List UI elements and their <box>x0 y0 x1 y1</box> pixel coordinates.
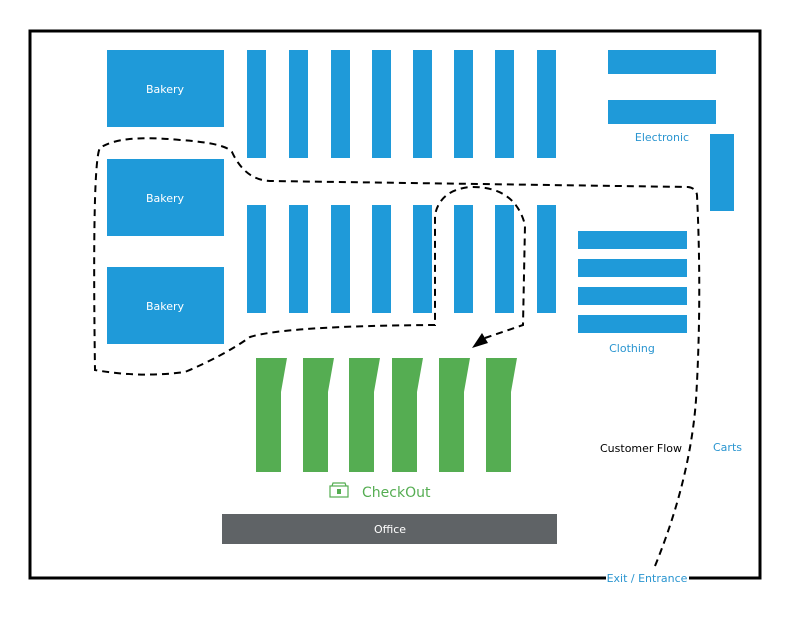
electronic-shelf <box>710 134 734 211</box>
customer-flow-label: Customer Flow <box>600 442 682 455</box>
exit-entrance-gap <box>606 570 689 584</box>
aisle-shelf <box>331 205 350 313</box>
clothing-rack <box>578 315 687 333</box>
aisle-shelf <box>495 50 514 158</box>
exit-entrance-label: Exit / Entrance <box>607 572 688 585</box>
aisle-shelf <box>413 205 432 313</box>
clothing-rack <box>578 231 687 249</box>
aisle-shelf <box>289 205 308 313</box>
checkout-label-group: CheckOut <box>329 482 431 501</box>
electronic-label: Electronic <box>635 131 689 144</box>
aisle-shelf <box>537 205 556 313</box>
electronic-section: Electronic <box>608 50 734 211</box>
clothing-label: Clothing <box>609 342 655 355</box>
bakery-sections: Bakery Bakery Bakery <box>107 50 224 344</box>
checkout-lane <box>392 358 423 472</box>
bakery-2 <box>107 159 224 236</box>
cash-register-icon <box>329 482 349 498</box>
checkout-lane <box>439 358 470 472</box>
clothing-rack <box>578 259 687 277</box>
aisle-shelf <box>247 50 266 158</box>
customer-flow-path <box>93 137 701 567</box>
aisle-shelf <box>413 50 432 158</box>
aisle-shelf <box>372 205 391 313</box>
checkout-lane <box>256 358 287 472</box>
aisle-shelf <box>537 50 556 158</box>
electronic-shelf <box>608 50 716 74</box>
store-outline <box>28 29 762 580</box>
checkout-lane <box>303 358 334 472</box>
electronic-shelf <box>608 100 716 124</box>
bakery-1 <box>107 50 224 127</box>
bakery-label: Bakery <box>146 300 185 313</box>
flow-arrow-head <box>472 333 488 348</box>
checkout-lane <box>349 358 380 472</box>
aisle-shelf <box>289 50 308 158</box>
aisle-shelf <box>495 205 514 313</box>
aisle-shelf <box>331 50 350 158</box>
aisle-shelf <box>454 205 473 313</box>
checkout-lane <box>486 358 517 472</box>
aisle-shelf <box>247 205 266 313</box>
aisle-shelf <box>372 50 391 158</box>
checkout-label: CheckOut <box>362 485 431 501</box>
bakery-3 <box>107 267 224 344</box>
bakery-label: Bakery <box>146 83 185 96</box>
bakery-label: Bakery <box>146 192 185 205</box>
clothing-rack <box>578 287 687 305</box>
aisle-shelf <box>454 50 473 158</box>
carts-label: Carts <box>713 441 742 454</box>
clothing-section: Clothing <box>578 231 687 355</box>
office <box>222 514 557 544</box>
office-label: Office <box>374 523 406 536</box>
checkout-lanes <box>256 358 517 472</box>
aisles <box>247 50 556 313</box>
